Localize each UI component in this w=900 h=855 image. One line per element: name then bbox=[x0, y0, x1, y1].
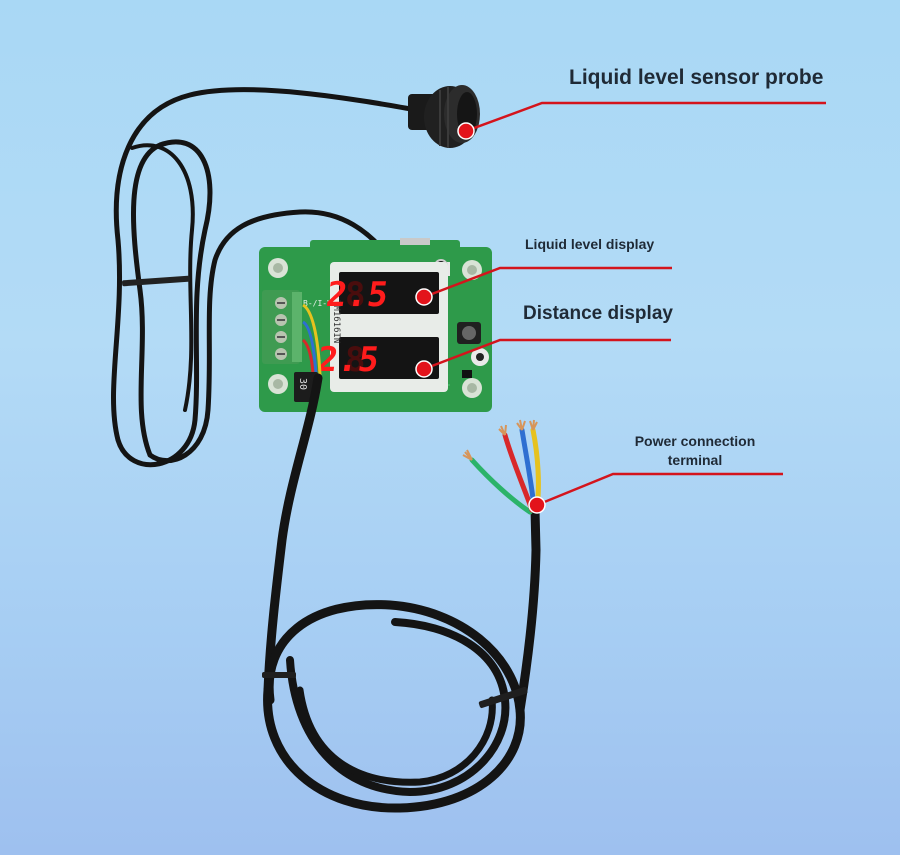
copper-wire-tips bbox=[462, 419, 538, 461]
callout-line-probe bbox=[465, 101, 826, 133]
callout-line-distance bbox=[423, 338, 671, 371]
liquid-level-display: 8 2.5 bbox=[324, 275, 391, 315]
label-sensor-probe: Liquid level sensor probe bbox=[569, 66, 824, 89]
callout-line-level bbox=[423, 266, 672, 299]
power-cable bbox=[263, 373, 541, 813]
callout-dot-distance bbox=[415, 360, 433, 378]
cable-tie-left bbox=[262, 672, 296, 678]
module-side-text: TM1616IN bbox=[331, 300, 341, 343]
label-distance-display: Distance display bbox=[523, 303, 673, 324]
callout-line-power bbox=[536, 472, 783, 507]
level-display-digit-off: 8 bbox=[345, 275, 365, 315]
label-power-line2: terminal bbox=[667, 452, 723, 468]
callouts bbox=[423, 101, 826, 507]
label-power-line1: Power connection bbox=[634, 433, 756, 449]
callout-dot-power bbox=[528, 496, 546, 514]
cable-tie-probe bbox=[122, 275, 190, 287]
probe-cable bbox=[111, 87, 431, 468]
chip-label: 30 bbox=[297, 378, 308, 390]
terminal-wires bbox=[301, 303, 322, 376]
label-level-display: Liquid level display bbox=[525, 236, 655, 252]
power-wires bbox=[469, 427, 541, 515]
screw-terminal-block bbox=[262, 290, 302, 364]
callout-dots bbox=[415, 122, 546, 514]
callout-dot-level bbox=[415, 288, 433, 306]
distance-display: 8 2.5 bbox=[315, 340, 382, 380]
callout-dot-probe bbox=[457, 122, 475, 140]
distance-display-digit-off: 8 bbox=[345, 340, 365, 380]
level-display-value: 2.5 bbox=[324, 275, 391, 315]
pcb-label: B-/I-V bbox=[303, 299, 332, 308]
distance-display-value: 2.5 bbox=[315, 340, 382, 380]
cable-tie-bottom bbox=[478, 686, 528, 709]
label-power-terminal: Power connection terminal bbox=[610, 432, 780, 470]
